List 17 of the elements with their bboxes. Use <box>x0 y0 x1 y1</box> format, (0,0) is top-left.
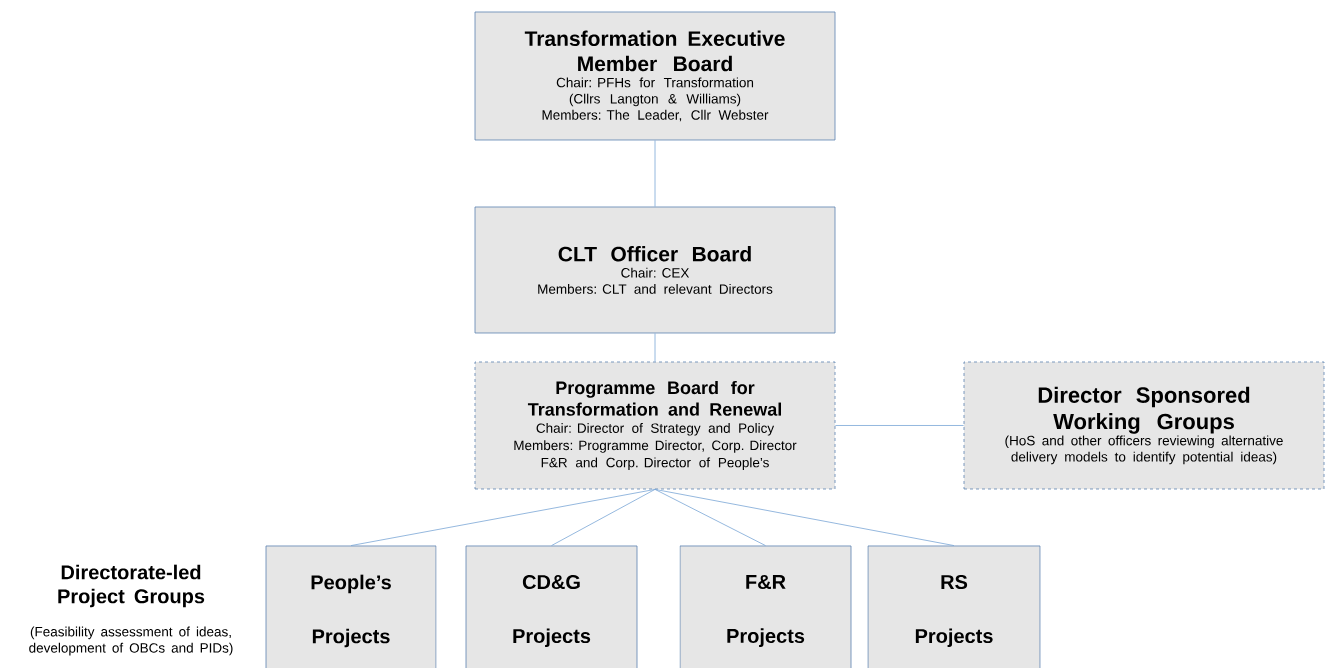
connector-line <box>835 425 964 426</box>
board-box: Director Sponsored Working Groups (HoS and other officers reviewing alternative delivery models to identify potential ideas) <box>963 361 1325 490</box>
board-box: F&R Projects <box>679 545 852 668</box>
connector-line <box>551 489 656 546</box>
connector-line <box>654 489 766 546</box>
board-box: CLT Officer Board Chair: CEX Members: CLT and relevant Directors <box>474 206 836 334</box>
connector-line <box>350 489 656 546</box>
group-note: (Feasibility assessment of ideas, development of OBCs and PIDs) <box>29 626 233 656</box>
board-box: Transformation Executive Member Board Chair: PFHs for Transformation (Cllrs Langton & Williams) Members: The Leader, Cllr Webster <box>474 11 836 141</box>
group-heading: Directorate-led Project Groups <box>58 564 205 608</box>
connector-line <box>654 333 656 362</box>
board-box: Programme Board for Transformation and Renewal Chair: Director of Strategy and Policy Members: Programme Director, Corp. Director F&R and Corp. Director of People’s <box>474 361 836 490</box>
connector-line <box>654 140 656 207</box>
board-box: RS Projects <box>867 545 1041 668</box>
board-box: CD&G Projects <box>465 545 638 668</box>
connector-line <box>654 489 955 546</box>
board-box: People’s Projects <box>265 545 437 668</box>
